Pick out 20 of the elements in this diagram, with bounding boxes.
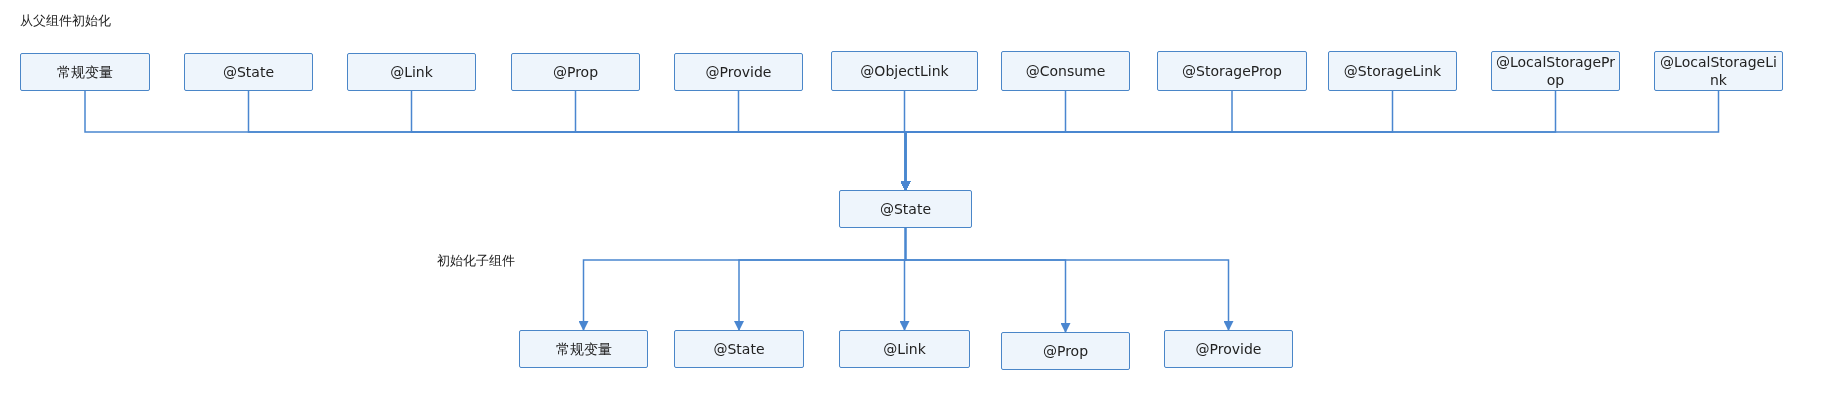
variable-box: @LocalStorageLink	[1654, 51, 1783, 91]
section-heading: 初始化子组件	[437, 252, 515, 270]
variable-box: @Provide	[1164, 330, 1293, 368]
variable-box: @Consume	[1001, 51, 1130, 91]
variable-box: @ObjectLink	[831, 51, 978, 91]
variable-box: @State	[839, 190, 972, 228]
variable-box: @Provide	[674, 53, 803, 91]
section-heading: 从父组件初始化	[20, 12, 111, 30]
variable-box: @Link	[839, 330, 970, 368]
variable-box: @Prop	[1001, 332, 1130, 370]
variable-box: @StorageLink	[1328, 51, 1457, 91]
variable-box: @Link	[347, 53, 476, 91]
variable-box: @StorageProp	[1157, 51, 1307, 91]
variable-box: @Prop	[511, 53, 640, 91]
variable-box: @State	[674, 330, 804, 368]
variable-box: @State	[184, 53, 313, 91]
variable-box: 常规变量	[20, 53, 150, 91]
variable-box: 常规变量	[519, 330, 648, 368]
variable-box: @LocalStorageProp	[1491, 51, 1620, 91]
arrow	[904, 227, 1234, 331]
